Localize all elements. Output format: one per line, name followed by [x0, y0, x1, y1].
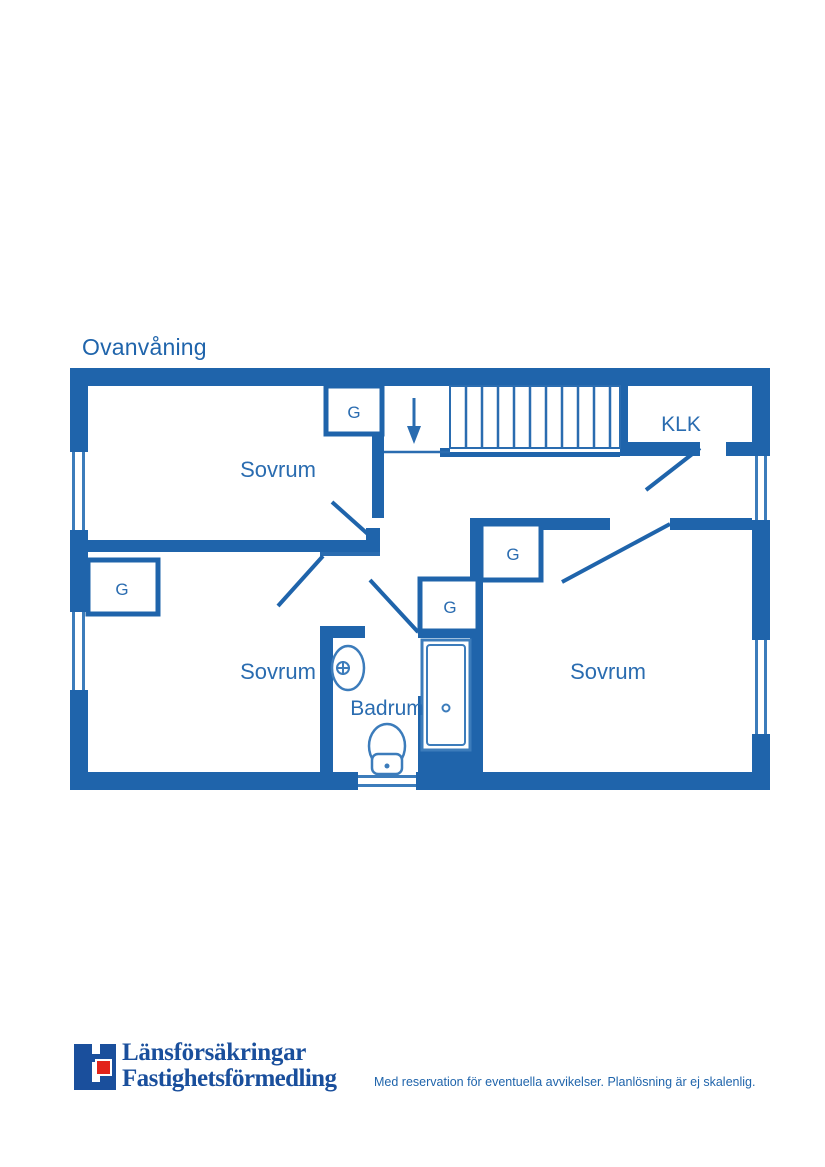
floor-plan-drawing: G G G G	[70, 368, 770, 800]
toilet-icon	[367, 722, 407, 776]
room-label-sovrum-right: Sovrum	[570, 659, 646, 684]
closet-mid-lower: G	[417, 576, 481, 634]
closet-label: G	[115, 580, 128, 599]
door-sovrum-bottom-left	[276, 554, 325, 608]
closet-top-center: G	[323, 383, 385, 437]
window-bottom-bath	[358, 772, 416, 790]
room-label-sovrum-top-left: Sovrum	[240, 457, 316, 482]
footer: Länsförsäkringar Fastighetsförmedling Me…	[0, 1030, 825, 1110]
closet-label: G	[506, 545, 519, 564]
closet-mid-upper: G	[478, 521, 544, 583]
brand-line-2: Fastighetsförmedling	[122, 1064, 337, 1092]
window-left-top	[70, 452, 88, 530]
closet-left: G	[85, 557, 161, 617]
staircase	[449, 385, 621, 452]
brand-line-1: Länsförsäkringar	[122, 1039, 307, 1066]
bathtub-icon	[420, 638, 472, 752]
lansforsakringar-logo-icon	[74, 1044, 116, 1090]
window-right-bottom	[752, 640, 770, 734]
disclaimer-text: Med reservation för eventuella avvikelse…	[374, 1075, 756, 1089]
room-label-sovrum-bottom-left: Sovrum	[240, 659, 316, 684]
brand-wordmark: Länsförsäkringar Fastighetsförmedling	[122, 1040, 352, 1091]
door-sovrum-right	[561, 522, 671, 584]
door-sovrum-top-left	[330, 500, 372, 538]
sink-icon	[330, 644, 366, 692]
brand-logo: Länsförsäkringar Fastighetsförmedling	[74, 1040, 344, 1100]
room-label-badrum: Badrum	[350, 697, 424, 720]
window-left-bottom	[70, 612, 88, 690]
closet-label: G	[443, 598, 456, 617]
door-badrum	[368, 578, 420, 634]
closet-label: G	[347, 403, 360, 422]
page-title: Ovanvåning	[82, 334, 207, 360]
room-label-klk: KLK	[661, 413, 701, 436]
stair-direction-arrow-icon	[384, 398, 450, 454]
window-right-top	[752, 456, 770, 520]
door-klk	[644, 446, 702, 492]
